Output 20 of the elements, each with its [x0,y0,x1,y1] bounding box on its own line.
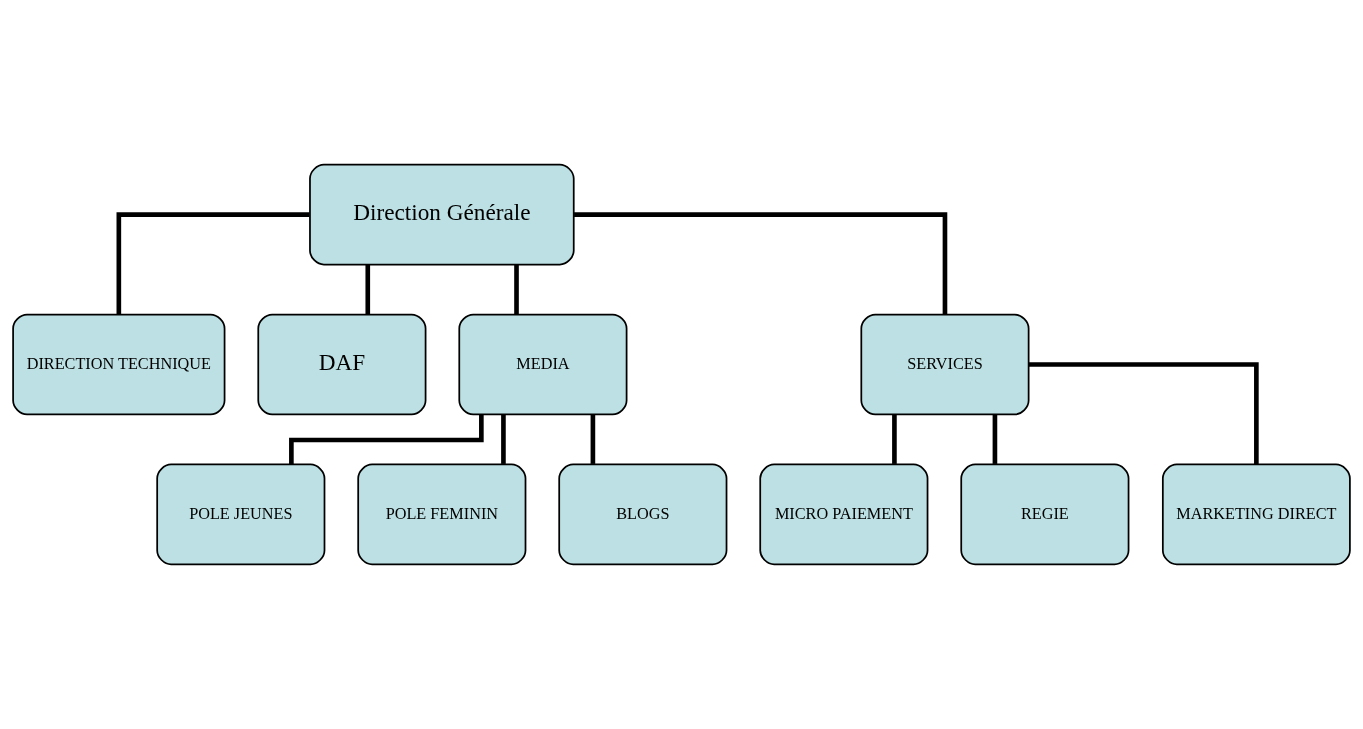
node-box: REGIE [960,463,1130,566]
node-box: BLOGS [558,463,728,566]
connector [116,212,310,315]
connector [590,414,596,464]
node-box: DAF [257,313,427,416]
connector [365,264,371,315]
connector [992,414,998,464]
node-box: POLE JEUNES [156,463,326,566]
connector [892,414,897,464]
connector [514,264,519,315]
connector [1028,362,1259,465]
connector [574,212,948,315]
node-box: SERVICES [860,313,1030,416]
node-box: MEDIA [458,313,628,416]
node-box: MICRO PAIEMENT [759,463,929,566]
node-box: DIRECTION TECHNIQUE [12,313,226,416]
node-box: MARKETING DIRECT [1161,463,1351,566]
node-box: POLE FEMININ [357,463,527,566]
node-box: Direction Générale [309,163,575,266]
connector [501,414,506,464]
